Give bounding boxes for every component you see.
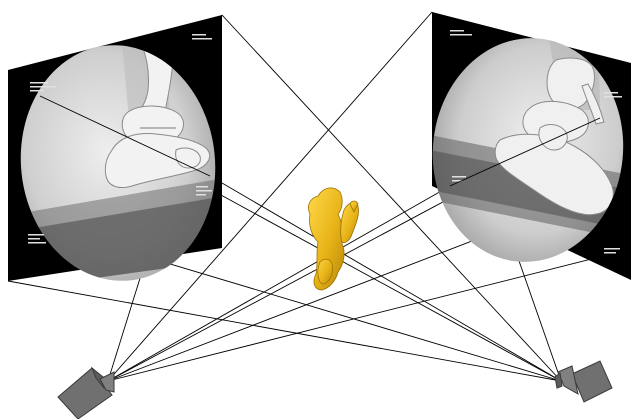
- video-camera-icon: [58, 368, 114, 419]
- ray: [8, 281, 561, 381]
- left-camera: [58, 368, 114, 419]
- right-xray-panel: [422, 12, 631, 280]
- 3d-ankle-bone-model: [308, 188, 358, 290]
- video-camera-icon: [555, 361, 612, 402]
- left-xray-panel: [8, 15, 227, 290]
- right-camera: [555, 361, 612, 402]
